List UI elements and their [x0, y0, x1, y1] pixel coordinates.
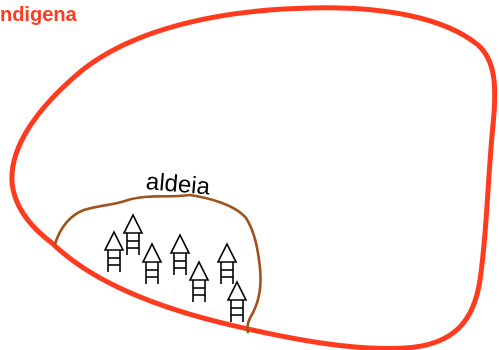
village-label: aldeia: [145, 168, 212, 201]
house-icon: [123, 214, 143, 256]
house-icon: [227, 281, 247, 323]
house-icon: [189, 261, 209, 303]
house-icon: [217, 243, 237, 285]
house-icon: [170, 234, 190, 276]
village-boundary: [53, 193, 262, 334]
diagram-title: ndigena: [0, 4, 77, 26]
house-icon: [104, 231, 124, 273]
houses-group: [104, 214, 247, 323]
territory-boundary: [9, 5, 498, 350]
house-icon: [142, 243, 162, 285]
